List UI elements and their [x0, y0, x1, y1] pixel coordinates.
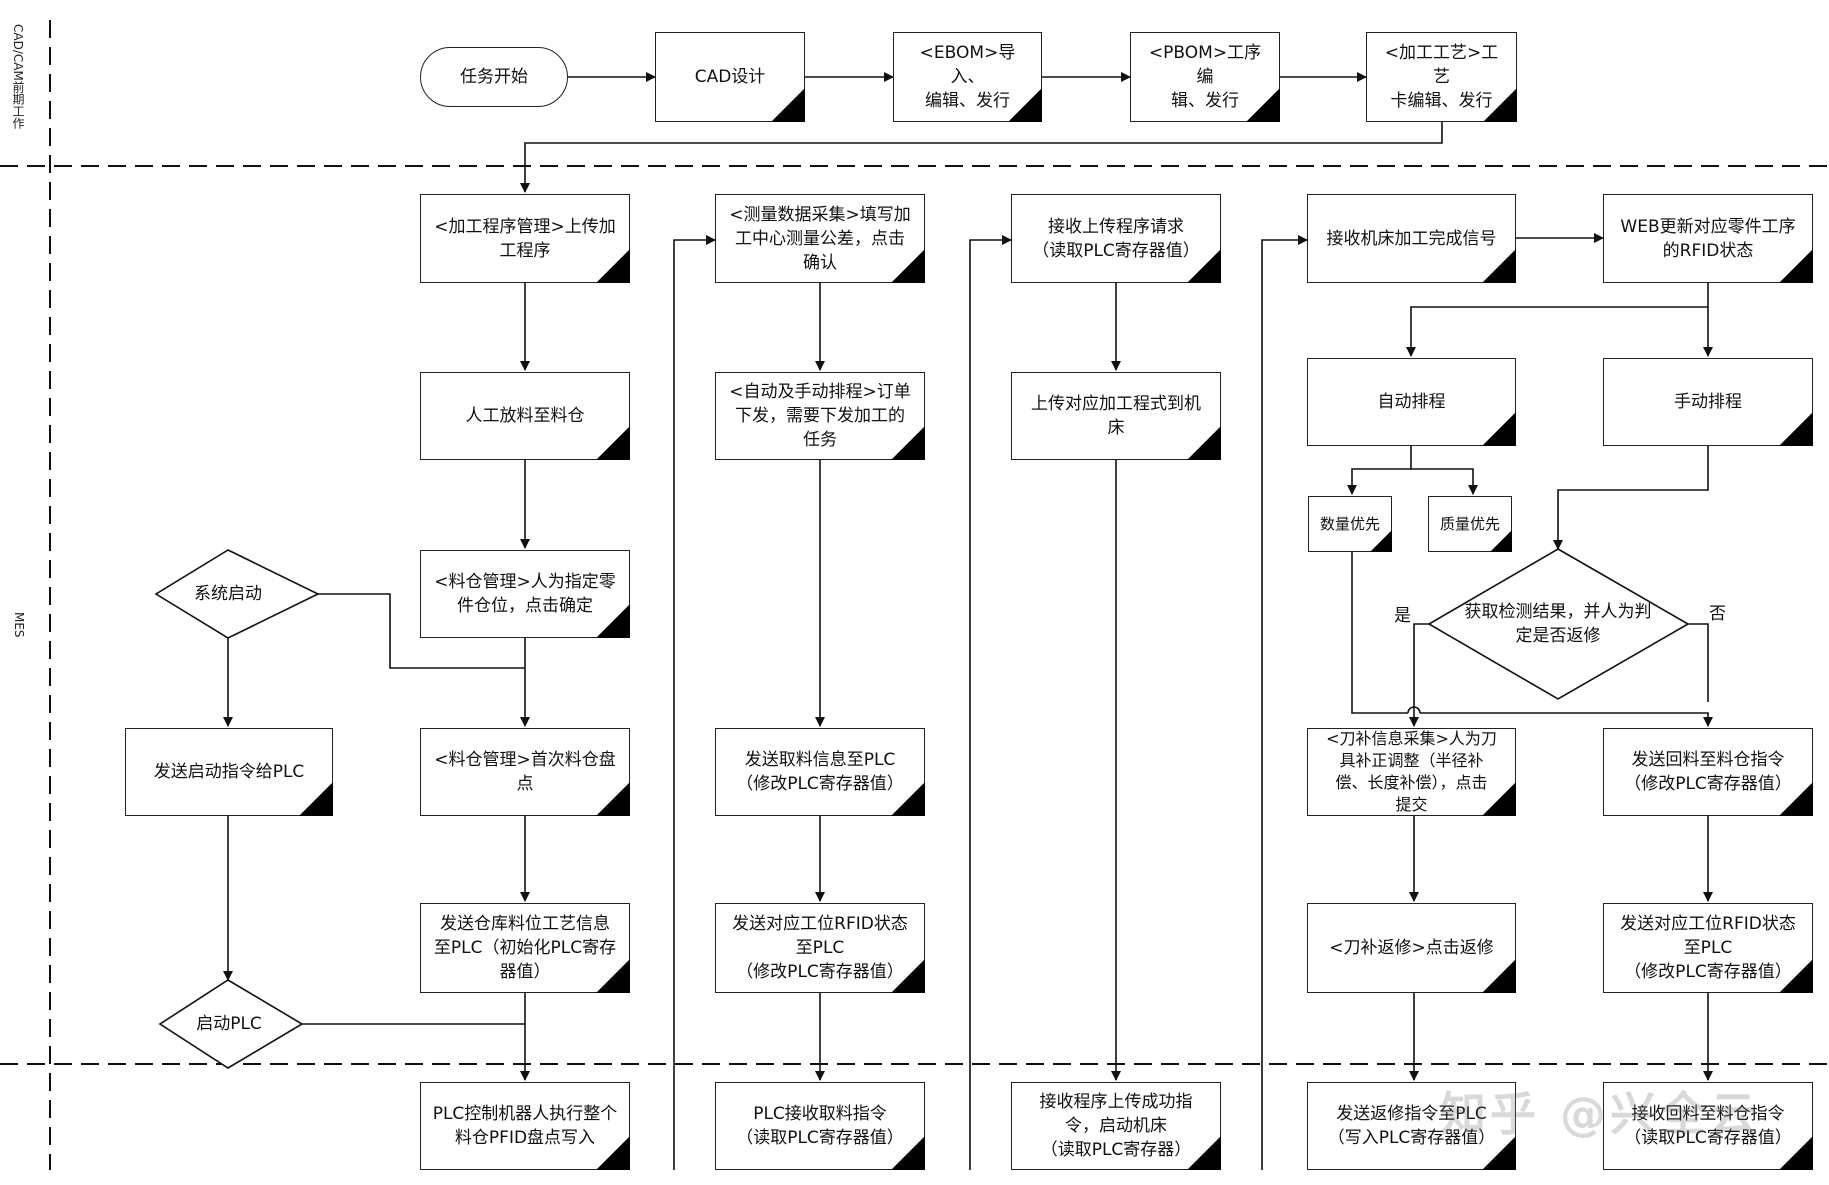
upload-program-box: <加工程序管理>上传加 工程序 — [420, 194, 630, 283]
send-rework-command-box: 发送返修指令至PLC （写入PLC寄存器值） — [1307, 1082, 1516, 1170]
start-plc-label: 启动PLC — [196, 1014, 262, 1034]
send-start-command-box: 发送启动指令给PLC — [125, 728, 333, 816]
lane-label-cadcam: CAD/CAM前期工作 — [11, 24, 25, 129]
ebom-box: <EBOM>导入、 编辑、发行 — [893, 32, 1042, 122]
measurement-box: <测量数据采集>填写加 工中心测量公差，点击 确认 — [715, 194, 925, 283]
scheduling-order-box: <自动及手动排程>订单 下发，需要下发加工的 任务 — [715, 372, 925, 460]
watermark: 知乎 @兴全云 — [1440, 1087, 1761, 1141]
rework-decision-label: 获取检测结果，并人为判 定是否返修 — [1464, 602, 1652, 646]
no-label: 否 — [1709, 604, 1726, 624]
quantity-priority-box: 数量优先 — [1308, 496, 1392, 552]
lane-label-mes: MES — [12, 612, 26, 638]
plc-robot-inventory-box: PLC控制机器人执行整个 料仓PFID盘点写入 — [420, 1082, 630, 1170]
plc-receive-pick-box: PLC接收取料指令 （读取PLC寄存器值） — [715, 1082, 925, 1170]
yes-label: 是 — [1394, 606, 1411, 626]
upload-program-machine-box: 上传对应加工程式到机 床 — [1011, 372, 1221, 460]
send-return-command-box: 发送回料至料仓指令 （修改PLC寄存器值） — [1603, 728, 1813, 816]
quality-priority-box: 质量优先 — [1428, 496, 1512, 552]
send-pick-info-box: 发送取料信息至PLC （修改PLC寄存器值） — [715, 728, 925, 816]
diamond-rework-decision — [1427, 548, 1690, 700]
receive-upload-success-box: 接收程序上传成功指 令，启动机床 （读取PLC寄存器） — [1011, 1082, 1221, 1170]
rework-click-box: <刀补返修>点击返修 — [1307, 903, 1516, 993]
start-terminal: 任务开始 — [420, 47, 568, 107]
system-start-label: 系统启动 — [194, 584, 262, 604]
receive-return-command-box: 接收回料至料仓指令 （读取PLC寄存器值） — [1603, 1082, 1813, 1170]
auto-schedule-box: 自动排程 — [1307, 358, 1516, 446]
web-update-rfid-box: WEB更新对应零件工序 的RFID状态 — [1603, 194, 1813, 283]
process-card-box: <加工工艺>工艺 卡编辑、发行 — [1366, 32, 1517, 122]
manual-schedule-box: 手动排程 — [1603, 358, 1813, 446]
cad-design-box: CAD设计 — [655, 32, 805, 122]
diamond-system-start — [154, 549, 320, 639]
send-rfid-status-box: 发送对应工位RFID状态 至PLC （修改PLC寄存器值） — [715, 903, 925, 993]
first-inventory-box: <料仓管理>首次料仓盘 点 — [420, 728, 630, 816]
pbom-box: <PBOM>工序编 辑、发行 — [1130, 32, 1280, 122]
assign-bin-box: <料仓管理>人为指定零 件仓位，点击确定 — [420, 550, 630, 638]
receive-finish-signal-box: 接收机床加工完成信号 — [1307, 194, 1516, 283]
receive-upload-request-box: 接收上传程序请求 （读取PLC寄存器值） — [1011, 194, 1221, 283]
send-warehouse-info-box: 发送仓库料位工艺信息 至PLC（初始化PLC寄存 器值） — [420, 903, 630, 993]
diamond-start-plc — [158, 979, 304, 1069]
send-rfid-status-right-box: 发送对应工位RFID状态 至PLC （修改PLC寄存器值） — [1603, 903, 1813, 993]
tool-compensation-box: <刀补信息采集>人为刀 具补正调整（半径补 偿、长度补偿），点击 提交 — [1307, 728, 1516, 816]
manual-load-box: 人工放料至料仓 — [420, 372, 630, 460]
